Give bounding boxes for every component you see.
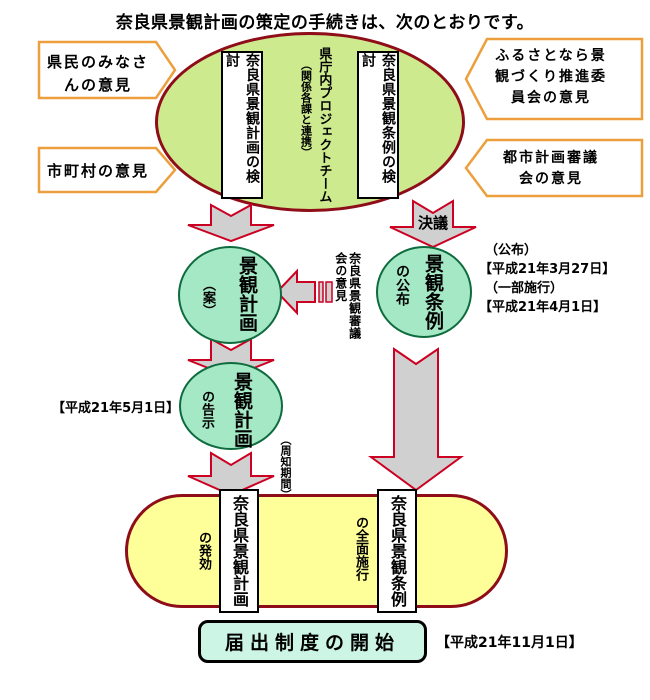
down-arrow-resolution-icon	[389, 199, 477, 249]
start-date: 【平成21年11月1日】	[436, 635, 583, 651]
final-ordinance-sub: の全面施行	[353, 516, 368, 581]
plan-draft-label: 景観計画	[236, 256, 258, 332]
callout-municipalities: 市町村の意見	[46, 162, 149, 180]
callout-citizens: 県民のみなさんの意見	[46, 53, 149, 94]
plan-notice-sub: の告示	[199, 390, 214, 429]
ordinance-promulgation-sub: の公布	[394, 264, 410, 306]
notification-start-label: 届出制度の開始	[224, 632, 400, 654]
notification-start-box: 届出制度の開始	[198, 620, 427, 663]
final-plan-sub: の発効	[196, 531, 211, 570]
ordinance-review-box: 奈良県景観条例の検討	[357, 51, 399, 199]
plan-notice-circle: 景観計画 の告示	[179, 362, 283, 450]
final-plan-label: 奈良県景観計画	[230, 495, 249, 607]
down-arrow-plan-icon	[187, 203, 275, 243]
project-team-label: 県庁内プロジェクトチーム	[316, 47, 332, 203]
promulgation-date: 【平成21年3月27日】	[479, 262, 616, 277]
final-ordinance-box: 奈良県景観条例	[377, 489, 417, 613]
final-stage-shape	[125, 494, 508, 608]
partial-enforcement-date: 【平成21年4月1日】	[479, 300, 607, 315]
project-team-text: 県庁内プロジェクトチーム （関係各課と連携）	[297, 47, 332, 205]
plan-review-box: 奈良県景観計画の検討	[221, 51, 263, 199]
plan-draft-circle: 景観計画 （案）	[178, 246, 282, 344]
resolution-label: 決議	[417, 214, 448, 232]
notice-date: 【平成21年5月1日】	[52, 401, 180, 416]
callout-municipalities-shape	[37, 146, 177, 194]
callout-city-planning-shape	[464, 138, 644, 198]
ordinance-promulgation-circle: 景観条例 の公布	[376, 246, 472, 338]
down-arrow-effective-icon	[187, 451, 275, 497]
long-down-arrow-icon	[367, 347, 465, 492]
promulgation-label: （公布）	[485, 243, 538, 258]
review-ellipse	[155, 32, 465, 212]
page-title: 奈良県景観計画の策定の手続きは、次のとおりです。	[115, 13, 535, 33]
publicity-period-label: （周知期間）	[279, 434, 292, 500]
callout-furusato-shape	[464, 37, 644, 121]
left-arrow-council-icon	[275, 268, 333, 316]
plan-draft-sub: （案）	[200, 278, 215, 317]
project-team-note: （関係各課と連携）	[299, 59, 313, 158]
callout-furusato: ふるさとなら景観づくり推進委員会の意見	[495, 48, 607, 106]
final-plan-box: 奈良県景観計画	[219, 489, 259, 613]
plan-notice-label: 景観計画	[231, 372, 253, 448]
callout-citizens-shape	[37, 40, 177, 100]
final-ordinance-label: 奈良県景観条例	[388, 495, 407, 607]
partial-enforcement-label: （一部施行）	[485, 281, 564, 296]
callout-city-planning: 都市計画審議会の意見	[503, 150, 599, 187]
plan-review-label: 奈良県景観計画の検討	[224, 53, 260, 184]
council-opinion-label: 奈良県景観審議会の意見	[333, 252, 362, 340]
ordinance-promulgation-label: 景観条例	[422, 254, 444, 330]
ordinance-review-label: 奈良県景観条例の検討	[360, 53, 396, 184]
promulgation-dates: （公布） 【平成21年3月27日】 （一部施行） 【平成21年4月1日】	[479, 241, 615, 317]
